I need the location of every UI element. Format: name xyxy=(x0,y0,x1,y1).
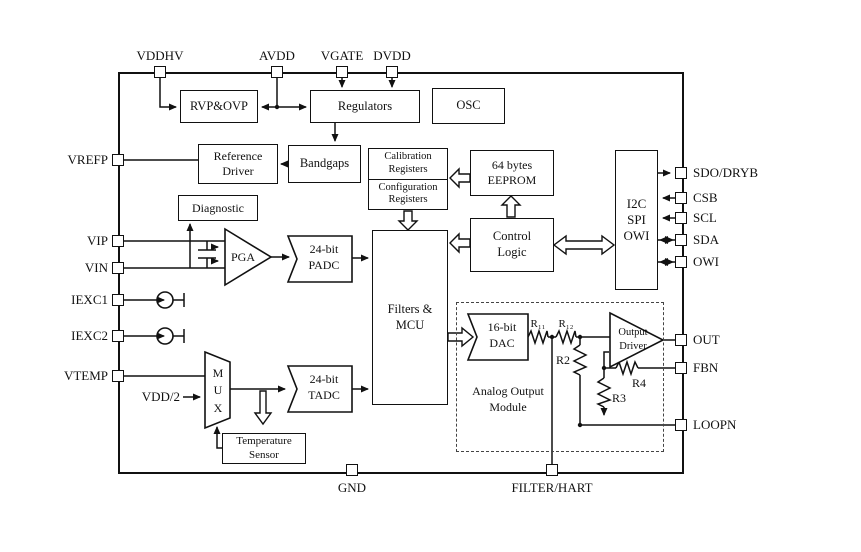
current-source-arrows xyxy=(157,296,165,340)
component-shapes xyxy=(156,227,665,430)
mcu-to-dac-arrow xyxy=(447,326,475,348)
block-configuration-registers: Configuration Registers xyxy=(369,178,447,210)
pin-loopn xyxy=(675,419,687,431)
tadc-shape xyxy=(286,365,353,413)
pin-sda xyxy=(675,234,687,246)
pin-fbn xyxy=(675,362,687,374)
block-bandgaps: Bandgaps xyxy=(288,145,361,183)
pin-label-vin: VIN xyxy=(84,260,108,275)
pin-owi xyxy=(675,256,687,268)
pin-label-dvdd: DVDD xyxy=(373,48,411,63)
block-temperature-sensor: Temperature Sensor xyxy=(222,433,306,464)
dac-shape xyxy=(466,313,529,361)
block-filters-mcu: Filters & MCU xyxy=(372,230,448,405)
pin-label-sda: SDA xyxy=(693,232,720,247)
pin-vtemp xyxy=(112,370,124,382)
r12-label: R₁₂ xyxy=(558,318,574,330)
pin-label-avdd: AVDD xyxy=(259,48,295,63)
r4-label: R4 xyxy=(632,376,647,390)
control-to-eeprom-arrow xyxy=(500,195,522,218)
block-interface-i2c-spi-owi: I2C SPI OWI xyxy=(615,150,658,290)
pin-label-loopn: LOOPN xyxy=(693,417,737,432)
pin-sdo-dryb xyxy=(675,167,687,179)
pin-label-vip: VIP xyxy=(87,233,108,248)
control-to-mcu-arrow xyxy=(449,232,471,254)
pin-label-iexc2: IEXC2 xyxy=(71,328,108,343)
r11-label: R₁₁ xyxy=(530,318,546,330)
pin-label-vtemp: VTEMP xyxy=(63,368,108,383)
tadc-label: 24-bit TADC xyxy=(308,372,340,402)
block-control-logic: Control Logic xyxy=(470,218,554,272)
pin-label-owi: OWI xyxy=(693,254,719,269)
mux-shape xyxy=(204,350,231,430)
block-diagnostic: Diagnostic xyxy=(178,195,258,221)
registers-to-mcu-arrow xyxy=(397,210,419,231)
padc-label: 24-bit PADC xyxy=(308,242,340,272)
dac-label: 16-bit DAC xyxy=(487,320,517,350)
pin-gnd xyxy=(346,464,358,476)
output-driver-label: Output Driver xyxy=(618,327,648,352)
pin-label-out: OUT xyxy=(693,332,720,347)
block-rvp-ovp: RVP&OVP xyxy=(180,90,258,123)
mux-label: M U X xyxy=(212,365,224,415)
analog-output-module-label: Analog Output Module xyxy=(472,384,544,414)
pin-out xyxy=(675,334,687,346)
r3-label: R3 xyxy=(612,391,627,405)
pin-csb xyxy=(675,192,687,204)
padc-shape xyxy=(286,235,353,283)
pin-label-sdo-dryb: SDO/DRYB xyxy=(693,165,759,180)
pin-label-vrefp: VREFP xyxy=(67,152,108,167)
pin-vrefp xyxy=(112,154,124,166)
junction-dots xyxy=(274,104,607,428)
block-regulators: Regulators xyxy=(310,90,420,123)
temp-sensor-down-arrow xyxy=(253,390,273,426)
block-calibration-registers: Calibration Registers xyxy=(384,151,432,175)
r2-label: R2 xyxy=(556,353,571,367)
pin-label-gnd: GND xyxy=(337,480,367,495)
pin-vin xyxy=(112,262,124,274)
pin-scl xyxy=(675,212,687,224)
wires xyxy=(124,78,675,464)
pga-label: PGA xyxy=(230,249,255,264)
block-osc: OSC xyxy=(432,88,505,124)
pin-vgate xyxy=(336,66,348,78)
pin-iexc2 xyxy=(112,330,124,342)
pin-label-vddhv: VDDHV xyxy=(136,48,184,63)
pin-label-fbn: FBN xyxy=(693,360,719,375)
vdd-half-label: VDD/2 xyxy=(141,389,180,404)
pin-filter-hart xyxy=(546,464,558,476)
eeprom-to-registers-arrow xyxy=(449,167,471,189)
pin-label-iexc1: IEXC1 xyxy=(71,292,108,307)
output-driver-triangle xyxy=(609,311,665,369)
pin-iexc1 xyxy=(112,294,124,306)
pin-vddhv xyxy=(154,66,166,78)
hollow-arrows xyxy=(253,167,616,426)
pin-label-filter-hart: FILTER/HART xyxy=(511,480,593,495)
analog-output-module-outline xyxy=(456,302,664,452)
block-reference-driver: Reference Driver xyxy=(198,144,278,184)
bidirectional-arrowheads xyxy=(659,236,674,266)
pin-label-scl: SCL xyxy=(693,210,717,225)
pga-triangle xyxy=(224,227,273,287)
pin-label-vgate: VGATE xyxy=(320,48,364,63)
block-registers: Calibration Registers Configuration Regi… xyxy=(368,148,448,210)
pin-avdd xyxy=(271,66,283,78)
pin-label-csb: CSB xyxy=(693,190,718,205)
pin-vip xyxy=(112,235,124,247)
pin-dvdd xyxy=(386,66,398,78)
block-eeprom: 64 bytes EEPROM xyxy=(470,150,554,196)
control-interface-bus-arrow xyxy=(552,234,616,256)
